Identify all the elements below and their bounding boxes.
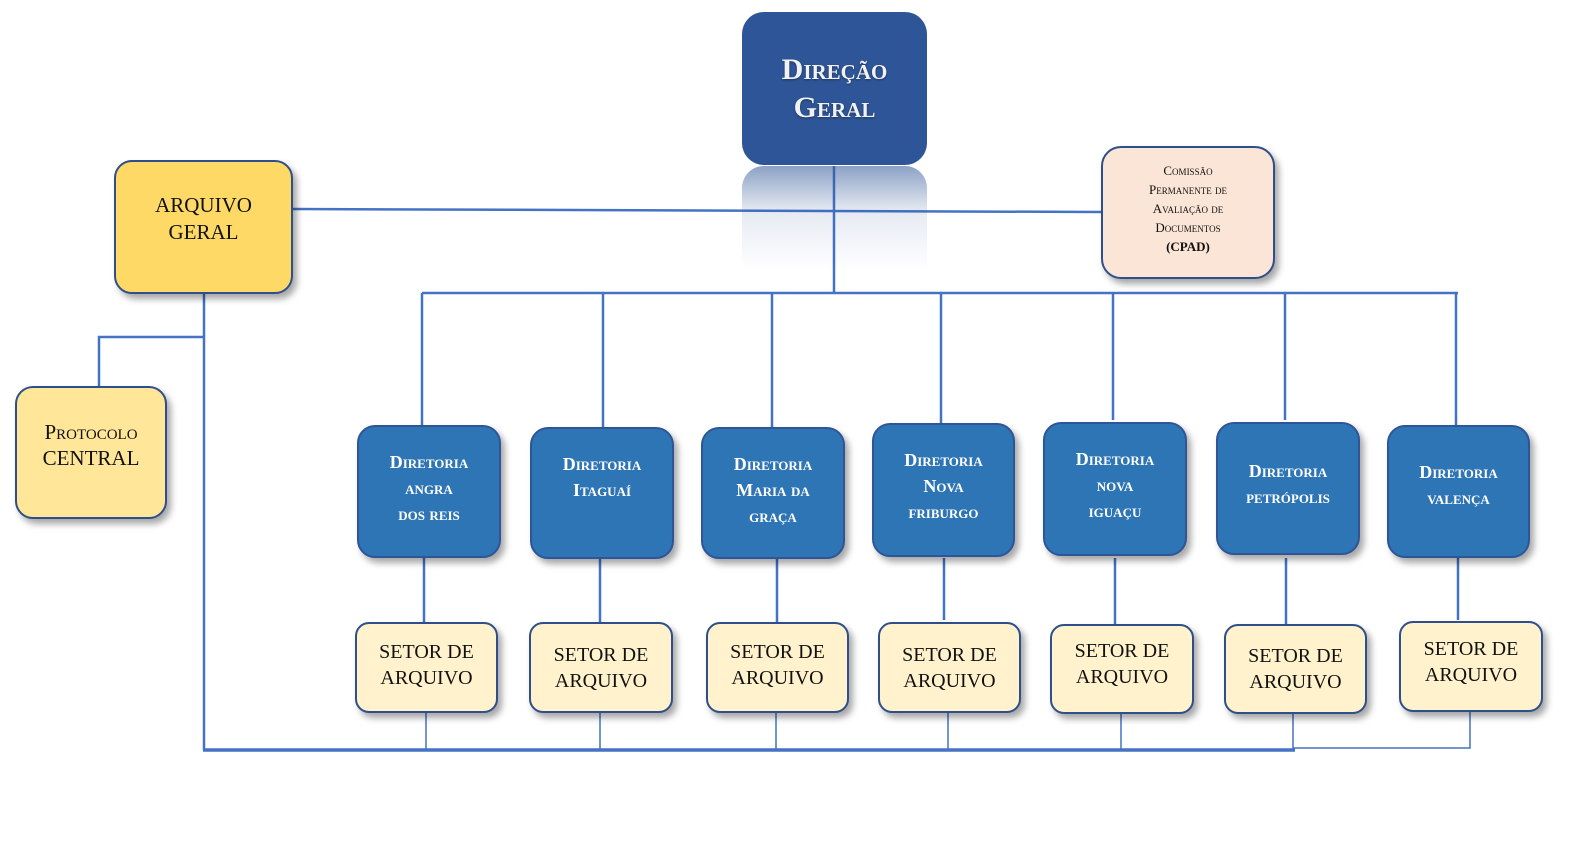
cpad-line4: Documentos — [1155, 220, 1221, 235]
setor-2-line1: SETOR DE — [553, 643, 649, 666]
dir-6-line2: petrópolis — [1246, 487, 1330, 507]
setor-1-line2: ARQUIVO — [380, 666, 473, 689]
protocol-line1: Protocolo — [44, 419, 138, 444]
dir-3-line3: graça — [749, 506, 797, 526]
setor-7-line1: SETOR DE — [1423, 637, 1519, 660]
setor-3-line1: SETOR DE — [730, 640, 825, 663]
box-setor-arquivo-5[interactable]: SETOR DE ARQUIVO — [1050, 624, 1194, 714]
connector-archive-protocol — [97, 335, 204, 386]
setor-2-line2: ARQUIVO — [554, 669, 648, 692]
head-reflection — [742, 166, 927, 316]
head-direcao-geral[interactable]: Direção Geral — [742, 12, 927, 165]
cpad-line5: (CPAD) — [1166, 239, 1210, 254]
dir-6-line1: Diretoria — [1248, 461, 1328, 481]
box-setor-arquivo-3[interactable]: SETOR DE ARQUIVO — [706, 622, 849, 713]
setor-4-line1: SETOR DE — [902, 643, 997, 666]
box-setor-arquivo-1[interactable]: SETOR DE ARQUIVO — [355, 622, 498, 713]
dir-1-line2: angra — [405, 478, 453, 498]
box-protocolo-central[interactable]: Protocolo CENTRAL — [15, 386, 167, 519]
setor-3-line2: ARQUIVO — [731, 666, 824, 689]
dir-4-line3: friburgo — [908, 502, 979, 522]
cpad-line2: Permanente de — [1149, 182, 1227, 197]
dir-7-line1: Diretoria — [1419, 462, 1498, 482]
setor-4-line2: ARQUIVO — [903, 669, 996, 692]
dir-5-line1: Diretoria — [1075, 449, 1155, 469]
cpad-line1: Comissão — [1163, 163, 1213, 178]
dir-3-line1: Diretoria — [733, 454, 813, 474]
dir-4-line1: Diretoria — [904, 450, 983, 470]
setor-5-line1: SETOR DE — [1074, 640, 1170, 662]
box-diretoria-maria-da-graca[interactable]: Diretoria Maria da graça — [701, 427, 845, 559]
box-diretoria-nova-friburgo[interactable]: Diretoria Nova friburgo — [872, 423, 1015, 557]
box-setor-arquivo-7[interactable]: SETOR DE ARQUIVO — [1399, 621, 1543, 712]
connector-archive-cpad — [292, 207, 1102, 214]
setor-1-line1: SETOR DE — [379, 640, 474, 663]
dir-7-line2: valença — [1427, 488, 1490, 508]
box-cpad[interactable]: Comissão Permanente de Avaliação de Docu… — [1101, 146, 1275, 279]
dir-5-line2: nova — [1096, 475, 1134, 495]
connector-setor-up-7 — [1293, 712, 1471, 749]
archive-general-line1: ARQUIVO — [155, 193, 252, 217]
head-line2: Geral — [793, 90, 876, 124]
dir-5-line3: iguaçu — [1088, 501, 1142, 521]
box-diretoria-petropolis[interactable]: Diretoria petrópolis — [1216, 422, 1360, 555]
setor-6-line2: ARQUIVO — [1249, 671, 1342, 693]
dir-3-line2: Maria da — [736, 480, 810, 500]
box-diretoria-nova-iguacu[interactable]: Diretoria nova iguaçu — [1043, 422, 1187, 556]
setor-5-line2: ARQUIVO — [1075, 666, 1169, 688]
box-diretoria-angra-dos-reis[interactable]: Diretoria angra dos reis — [357, 425, 501, 558]
cpad-line3: Avaliação de — [1152, 201, 1224, 216]
box-arquivo-geral[interactable]: ARQUIVO GERAL — [114, 160, 293, 294]
setor-6-line1: SETOR DE — [1248, 645, 1343, 667]
box-diretoria-itaguai[interactable]: Diretoria Itaguaí — [530, 427, 674, 559]
box-setor-arquivo-4[interactable]: SETOR DE ARQUIVO — [878, 622, 1021, 713]
dir-1-line3: dos reis — [398, 504, 460, 524]
dir-4-line2: Nova — [923, 476, 964, 496]
dir-2-line2: Itaguaí — [572, 480, 632, 500]
head-line1: Direção — [781, 52, 888, 86]
box-setor-arquivo-2[interactable]: SETOR DE ARQUIVO — [529, 622, 673, 713]
dir-2-line1: Diretoria — [562, 454, 642, 474]
protocol-line2: CENTRAL — [42, 445, 140, 470]
box-setor-arquivo-6[interactable]: SETOR DE ARQUIVO — [1224, 624, 1367, 714]
box-diretoria-valenca[interactable]: Diretoria valença — [1387, 425, 1530, 558]
archive-general-line2: GERAL — [168, 220, 239, 244]
setor-7-line2: ARQUIVO — [1424, 663, 1518, 686]
dir-1-line1: Diretoria — [389, 452, 469, 472]
